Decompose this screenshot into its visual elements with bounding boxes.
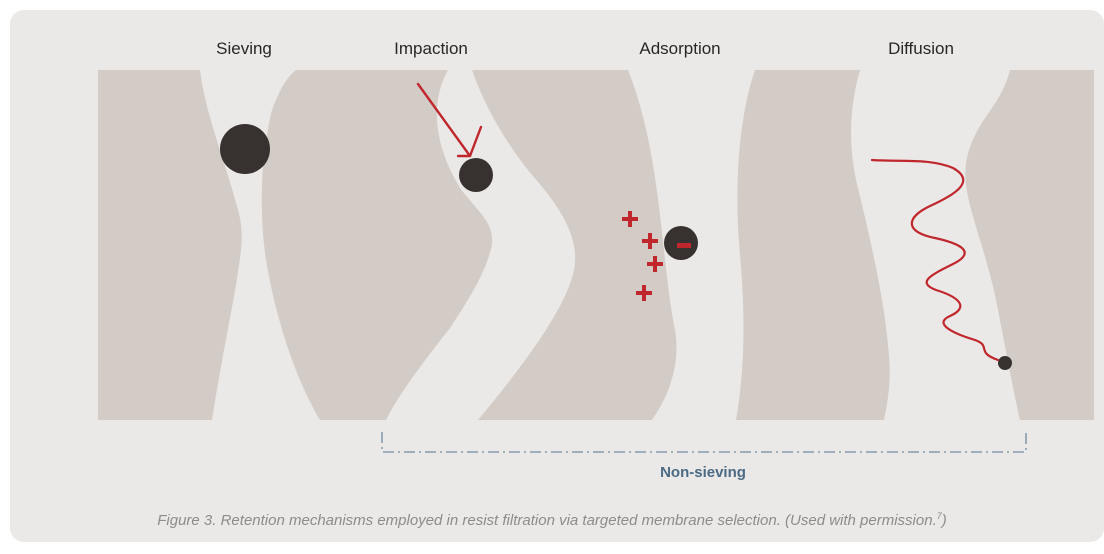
positive-charge-mark (622, 211, 638, 227)
impaction-trajectory-arrow (416, 82, 483, 158)
membrane-segment-5 (965, 70, 1094, 420)
impaction-particle (459, 158, 493, 192)
membrane-segment-1 (98, 70, 242, 420)
positive-charge-mark (636, 285, 652, 301)
positive-charge-mark (642, 233, 658, 249)
diffusion-particle (998, 356, 1012, 370)
membrane-segment-4 (736, 70, 890, 420)
label-impaction: Impaction (394, 39, 468, 58)
caption-closing: ) (941, 512, 947, 529)
membrane-segment-3 (472, 70, 677, 420)
sieving-particle (220, 124, 270, 174)
label-diffusion: Diffusion (888, 39, 954, 58)
caption-text: Figure 3. Retention mechanisms employed … (157, 512, 937, 529)
non-sieving-label: Non-sieving (660, 464, 746, 481)
figure-caption: Figure 3. Retention mechanisms employed … (0, 511, 1104, 529)
diffusion-random-walk (870, 158, 1000, 362)
positive-charge-mark (647, 256, 663, 272)
positive-charges (622, 211, 663, 301)
label-adsorption: Adsorption (639, 39, 721, 58)
non-sieving-bracket (381, 432, 1027, 453)
caption-citation: 7 (936, 511, 942, 521)
membrane-segment-2 (261, 70, 493, 420)
negative-charge-mark (677, 243, 691, 248)
label-sieving: Sieving (216, 39, 272, 58)
